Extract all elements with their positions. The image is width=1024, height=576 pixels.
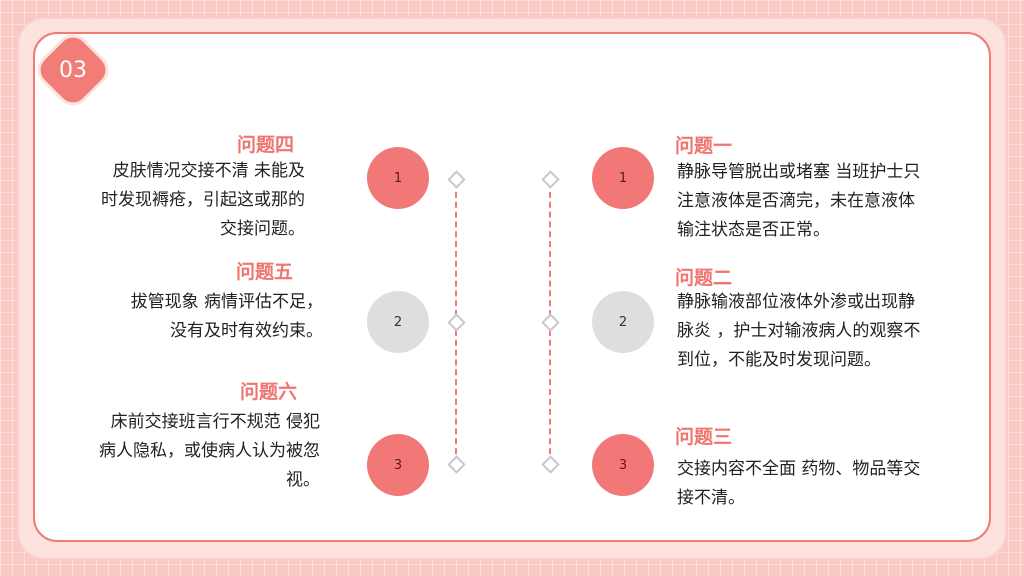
desc-line: 接不清。 bbox=[677, 488, 745, 508]
desc-line: 注意液体是否滴完，未在意液体 bbox=[677, 191, 915, 211]
left-item-title: 问题六 bbox=[240, 381, 298, 403]
desc-line: 输注状态是否正常。 bbox=[677, 220, 830, 240]
right-item-desc: 静脉输液部位液体外渗或出现静 脉炎 ，护士对输液病人的观察不 到位，不能及时发现… bbox=[677, 288, 977, 375]
desc-line: 静脉输液部位液体外渗或出现静 bbox=[677, 292, 915, 312]
right-item-title: 问题二 bbox=[675, 267, 733, 289]
right-item-title: 问题一 bbox=[675, 135, 733, 157]
left-item-desc: 拔管现象 病情评估不足， 没有及时有效约束。 bbox=[40, 288, 323, 346]
right-item-desc: 静脉导管脱出或堵塞 当班护士只 注意液体是否滴完，未在意液体 输注状态是否正常。 bbox=[677, 158, 977, 245]
left-number-circle-3: 3 bbox=[367, 434, 429, 496]
desc-line: 交接问题。 bbox=[220, 219, 305, 239]
desc-line: 床前交接班言行不规范 侵犯 bbox=[110, 412, 320, 432]
left-item-desc: 皮肤情况交接不清 未能及 时发现褥疮，引起这或那的 交接问题。 bbox=[40, 157, 305, 244]
desc-line: 到位，不能及时发现问题。 bbox=[677, 350, 881, 370]
left-number-circle-2: 2 bbox=[367, 291, 429, 353]
left-number-circle-1: 1 bbox=[367, 147, 429, 209]
desc-line: 交接内容不全面 药物、物品等交 bbox=[677, 459, 921, 479]
right-number-circle-3: 3 bbox=[592, 434, 654, 496]
desc-line: 静脉导管脱出或堵塞 当班护士只 bbox=[677, 162, 921, 182]
content-card bbox=[33, 32, 991, 542]
desc-line: 没有及时有效约束。 bbox=[170, 321, 323, 341]
desc-line: 时发现褥疮，引起这或那的 bbox=[101, 190, 305, 210]
desc-line: 脉炎 ，护士对输液病人的观察不 bbox=[677, 321, 921, 341]
right-item-title: 问题三 bbox=[675, 426, 733, 448]
section-number: 03 bbox=[59, 57, 87, 83]
left-item-title: 问题四 bbox=[237, 134, 295, 156]
desc-line: 皮肤情况交接不清 未能及 bbox=[112, 161, 305, 181]
left-item-title: 问题五 bbox=[236, 261, 294, 283]
desc-line: 视。 bbox=[286, 470, 320, 490]
right-item-desc: 交接内容不全面 药物、物品等交 接不清。 bbox=[677, 455, 977, 513]
left-item-desc: 床前交接班言行不规范 侵犯 病人隐私，或使病人认为被忽 视。 bbox=[40, 408, 320, 495]
right-number-circle-2: 2 bbox=[592, 291, 654, 353]
desc-line: 拔管现象 病情评估不足， bbox=[130, 292, 323, 312]
right-number-circle-1: 1 bbox=[592, 147, 654, 209]
desc-line: 病人隐私，或使病人认为被忽 bbox=[99, 441, 320, 461]
